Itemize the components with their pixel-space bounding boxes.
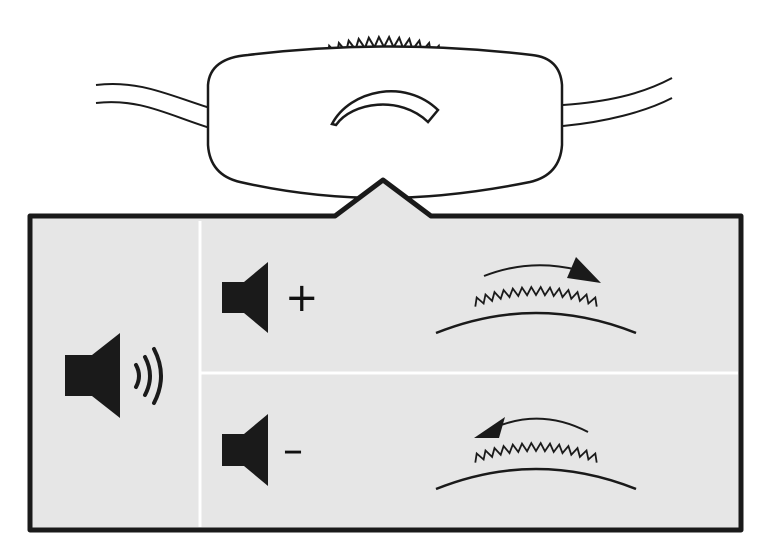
remote-control-icon xyxy=(206,45,564,200)
cable-right xyxy=(562,77,673,127)
remote-arc-icon xyxy=(330,90,440,127)
cable-left xyxy=(95,83,211,129)
rotate-forward-arrow xyxy=(483,264,579,277)
rotate-backward-arrow xyxy=(495,417,589,433)
thumbwheel-rotate-forward-icon xyxy=(435,257,637,335)
volume-up-row: + xyxy=(222,257,637,335)
speaker-sound-icon xyxy=(65,333,163,418)
arrowhead-right-icon xyxy=(567,257,601,283)
arrowhead-left-icon xyxy=(474,417,505,438)
volume-up-sign: + xyxy=(285,275,319,321)
speaker-icon xyxy=(222,414,268,486)
callout-panel xyxy=(27,177,744,533)
volume-down-row: – xyxy=(222,414,637,491)
volume-down-sign: – xyxy=(283,427,303,473)
speaker-icon xyxy=(222,262,268,333)
thumbwheel-rotate-backward-icon xyxy=(435,417,637,491)
